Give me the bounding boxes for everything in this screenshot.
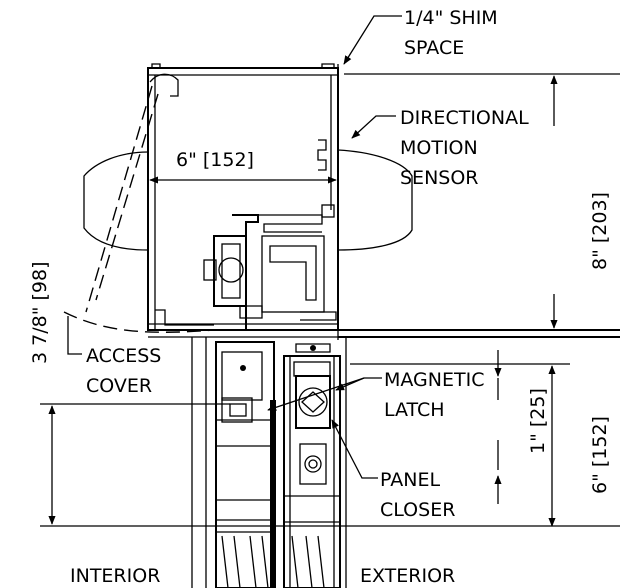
width-dimension: 6" [152] [176, 149, 254, 171]
height-6-dimension: 6" [152] [589, 416, 611, 494]
height-8-dimension: 8" [203] [589, 192, 611, 270]
interior-panel [215, 341, 276, 588]
motion-sensor-body [83, 149, 413, 251]
shim-label-line2: SPACE [404, 37, 464, 59]
closer-label-line2: CLOSER [380, 499, 455, 521]
height-1-dimension: 1" [25] [527, 388, 549, 454]
latch-label-line1: MAGNETIC [384, 369, 484, 391]
sensor-label-line3: SENSOR [400, 167, 479, 189]
exterior-label: EXTERIOR [360, 565, 455, 587]
access-label-line2: COVER [86, 375, 152, 397]
header-housing [147, 63, 620, 338]
exterior-panel [283, 343, 341, 588]
height-3-7-8-dimension: 3 7/8" [98] [29, 262, 51, 365]
latch-label-line2: LATCH [384, 399, 445, 421]
shim-label-line1: 1/4" SHIM [404, 7, 498, 29]
track-assembly [155, 139, 337, 330]
sensor-label-line2: MOTION [400, 137, 478, 159]
interior-label: INTERIOR [70, 565, 160, 587]
closer-label-line1: PANEL [380, 469, 440, 491]
sensor-label-line1: DIRECTIONAL [400, 107, 529, 129]
access-label-line1: ACCESS [86, 345, 161, 367]
